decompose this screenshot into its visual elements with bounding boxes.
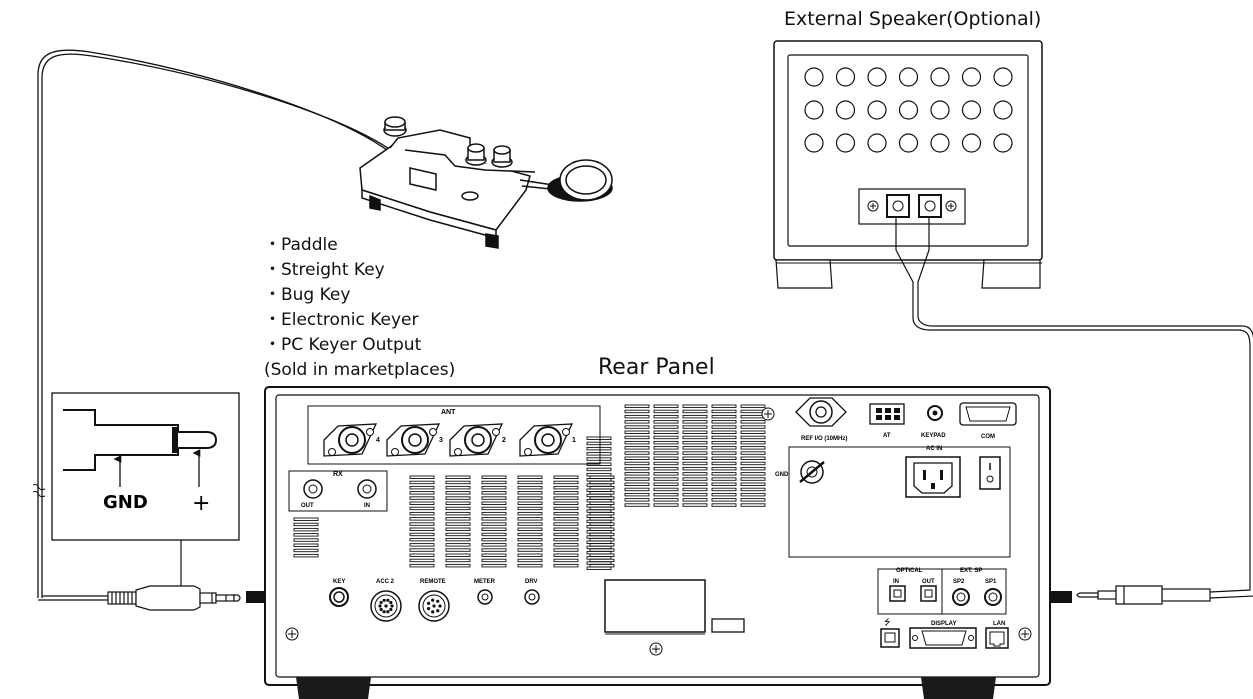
lan-label: LAN <box>993 621 1005 627</box>
ref-io-label: REF I/O (10MHz) <box>801 436 847 442</box>
gnd-terminal-label: GND <box>775 472 789 478</box>
device-item-straight-key: ・Streight Key <box>264 258 455 283</box>
device-item-electronic-keyer: ・Electronic Keyer <box>264 308 455 333</box>
right-foot <box>921 677 996 699</box>
device-list-note: (Sold in marketplaces) <box>264 358 455 383</box>
plug-inset: GND + <box>52 393 239 540</box>
grille-hole <box>837 68 855 86</box>
ant-port-number: 4 <box>376 437 380 444</box>
usb-symbol: ⭍ <box>884 618 891 627</box>
remote-label: REMOTE <box>420 579 446 585</box>
grille-hole <box>994 101 1012 119</box>
cable-break-mark <box>33 484 45 496</box>
ac-in-label: AC IN <box>926 446 942 452</box>
ant-port-number: 3 <box>439 437 443 444</box>
plus-label: + <box>192 491 210 516</box>
grille-hole <box>837 101 855 119</box>
grille-hole <box>837 134 855 152</box>
grille-hole <box>868 68 886 86</box>
paddle-illustration <box>360 117 612 248</box>
rx-in-label: IN <box>364 503 370 509</box>
meter-label: METER <box>474 579 496 585</box>
compatible-device-list: ・Paddle ・Streight Key ・Bug Key ・Electron… <box>264 233 455 383</box>
grille-hole <box>994 134 1012 152</box>
grille-hole <box>805 68 823 86</box>
grille-hole <box>868 101 886 119</box>
sp1-label: SP1 <box>985 579 997 585</box>
external-speaker-title: External Speaker(Optional) <box>784 8 1041 30</box>
display-label: DISPLAY <box>931 621 956 627</box>
acc2-label: ACC 2 <box>376 579 395 585</box>
grille-hole <box>868 134 886 152</box>
device-item-pc-keyer-output: ・PC Keyer Output <box>264 333 455 358</box>
key-label: KEY <box>333 579 345 585</box>
device-item-bug-key: ・Bug Key <box>264 283 455 308</box>
grille-hole <box>963 68 981 86</box>
rear-panel: ANT 4 3 2 1 RX OUT IN REF I/O (10MHz) AT KE… <box>265 387 1050 699</box>
key-plug <box>108 586 240 610</box>
com-label: COM <box>981 434 995 440</box>
sp2-label: SP2 <box>953 579 965 585</box>
speaker-plug <box>1077 586 1210 604</box>
rx-out-label: OUT <box>301 503 314 509</box>
grille-hole <box>931 101 949 119</box>
keypad-label: KEYPAD <box>921 433 946 439</box>
drv-label: DRV <box>525 579 538 585</box>
ext-sp-label: EXT. SP <box>960 568 982 574</box>
grille-hole <box>963 101 981 119</box>
ant-label: ANT <box>441 409 456 416</box>
ant-port-number: 2 <box>502 437 506 444</box>
rx-label: RX <box>333 471 343 478</box>
at-label: AT <box>883 433 891 439</box>
grille-hole <box>805 101 823 119</box>
external-speaker <box>774 41 1042 288</box>
device-item-paddle: ・Paddle <box>264 233 455 258</box>
grille-hole <box>931 134 949 152</box>
optical-label: OPTICAL <box>896 568 923 574</box>
ant-port-number: 1 <box>572 437 576 444</box>
optical-in-label: IN <box>893 579 899 585</box>
grille-hole <box>900 68 918 86</box>
grille-hole <box>805 134 823 152</box>
grille-hole <box>963 134 981 152</box>
gnd-label: GND <box>103 492 148 513</box>
grille-hole <box>994 68 1012 86</box>
optical-out-label: OUT <box>922 579 935 585</box>
left-foot <box>296 677 371 699</box>
grille-hole <box>931 68 949 86</box>
rear-panel-title: Rear Panel <box>598 355 715 380</box>
grille-hole <box>900 101 918 119</box>
grille-hole <box>900 134 918 152</box>
